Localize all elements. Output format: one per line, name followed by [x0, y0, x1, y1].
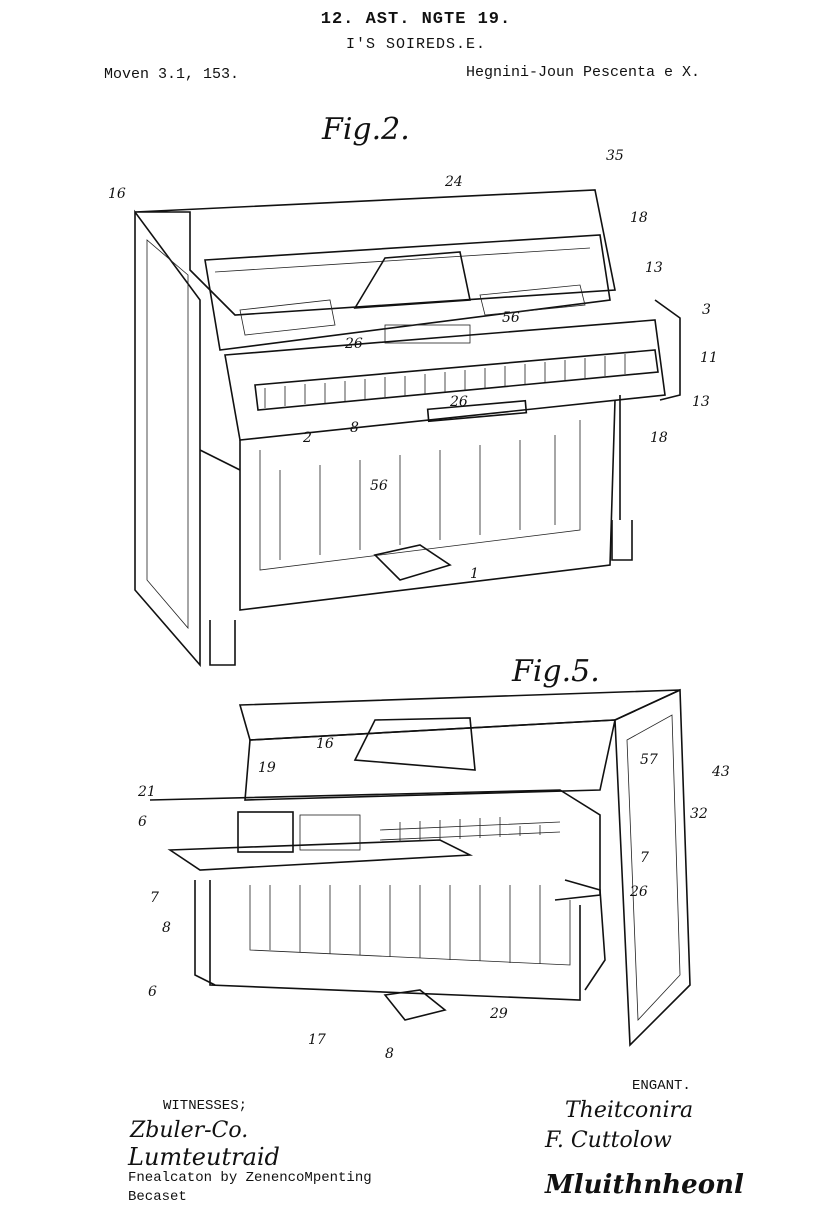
reference-numeral: 21 — [137, 784, 156, 800]
figure-2-piano-drawing — [134, 189, 681, 668]
patent-subheading: I'S SOIREDS.E. — [345, 36, 487, 53]
footer-note-line-1: Fnealcaton by ZenencoMpenting — [128, 1170, 372, 1186]
reference-numeral: 57 — [640, 752, 658, 768]
figure-5-title: Fig.5. — [512, 654, 600, 689]
reference-numeral: 18 — [650, 430, 668, 446]
reference-numeral: 24 — [444, 174, 463, 190]
reference-numeral: 26 — [629, 884, 648, 900]
reference-numeral: 35 — [606, 148, 624, 164]
reference-numeral: 16 — [316, 736, 334, 752]
reference-numeral: 19 — [258, 760, 276, 776]
patent-number-heading: 12. AST. NGTE 19. — [320, 10, 512, 29]
reference-numeral: 8 — [350, 420, 359, 436]
reference-numeral: 16 — [108, 186, 126, 202]
footer-note-line-2: Becaset — [128, 1189, 187, 1205]
reference-numeral: 26 — [449, 394, 468, 410]
reference-numeral: 7 — [150, 890, 159, 906]
reference-numeral: 13 — [692, 394, 710, 410]
reference-numeral: 8 — [385, 1046, 394, 1062]
reference-numeral: 29 — [489, 1006, 508, 1022]
reference-numeral: 13 — [645, 260, 663, 276]
inventor-heading: ENGANT. — [632, 1078, 691, 1094]
figure-2-reference-numerals: 16 35 24 18 13 3 11 13 18 26 56 2 8 26 5… — [108, 148, 718, 582]
witnesses-heading: WITNESSES; — [163, 1098, 248, 1114]
reference-numeral: 6 — [148, 984, 157, 1000]
witness-signature-1: Zbuler-Co. — [130, 1118, 249, 1143]
reference-numeral: 11 — [700, 350, 718, 366]
figure-5-reference-numerals: 16 19 21 6 7 8 6 17 8 29 57 43 32 7 26 — [137, 736, 730, 1062]
inventor-name: Hegnini-Joun Pescenta e X. — [466, 64, 701, 81]
reference-numeral: 8 — [162, 920, 171, 936]
reference-numeral: 17 — [308, 1032, 326, 1048]
reference-numeral: 43 — [711, 764, 730, 780]
reference-numeral: 18 — [630, 210, 648, 226]
inventor-signature-2: F. Cuttolow — [545, 1128, 672, 1153]
figure-2-title: Fig.2. — [322, 112, 410, 147]
patent-date: Moven 3.1, 153. — [104, 66, 240, 83]
reference-numeral: 32 — [690, 806, 708, 822]
reference-numeral: 1 — [470, 566, 479, 582]
inventor-signature-3: Mluithnheonl — [545, 1170, 744, 1200]
figure-5-piano-drawing — [149, 688, 691, 1047]
reference-numeral: 3 — [702, 302, 711, 318]
reference-numeral: 2 — [302, 430, 312, 446]
reference-numeral: 56 — [502, 310, 520, 326]
reference-numeral: 56 — [370, 478, 388, 494]
reference-numeral: 7 — [640, 850, 649, 866]
reference-numeral: 26 — [344, 336, 363, 352]
witness-signature-2: Lumteutraid — [128, 1143, 280, 1171]
reference-numeral: 6 — [138, 814, 147, 830]
inventor-signature-1: Theitconira — [565, 1098, 694, 1123]
